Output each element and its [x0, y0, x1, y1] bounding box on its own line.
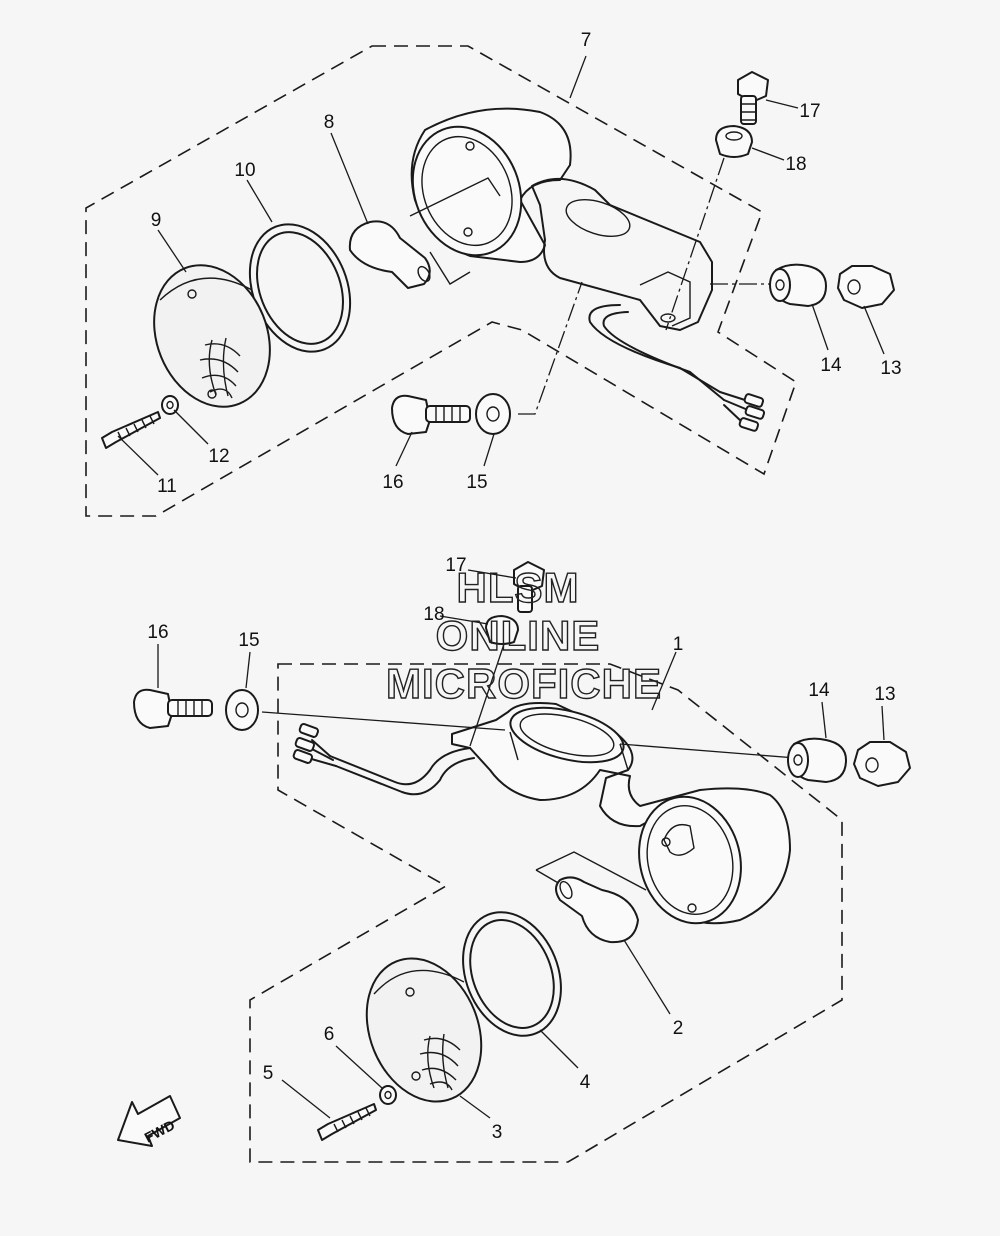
callout-1: 1 — [673, 634, 684, 655]
bulb-lower — [555, 876, 639, 944]
callout-12: 12 — [208, 446, 229, 467]
callout-8: 8 — [324, 112, 335, 133]
callout-5: 5 — [263, 1063, 274, 1084]
bolt-axis-upper — [518, 281, 583, 415]
callout-13: 13 — [880, 358, 901, 379]
mounting-bolt-lower — [133, 688, 213, 729]
callout-14: 14 — [820, 355, 842, 376]
watermark: HLSM ONLINE MICROFICHE — [385, 563, 662, 707]
forward-direction-arrow — [117, 1095, 181, 1147]
damper-axis-lower — [619, 743, 797, 759]
upper-assembly — [85, 45, 895, 517]
nut-upper — [837, 265, 895, 309]
watermark-line-3: MICROFICHE — [386, 660, 662, 707]
lens-lower — [365, 957, 483, 1103]
lens-upper — [153, 264, 271, 408]
upper-assembly-outline — [85, 45, 797, 517]
lower-assembly-outline — [249, 663, 843, 1163]
callout-18-lower: 18 — [423, 604, 444, 625]
lower-callouts: 1 2 3 4 5 6 13 14 15 16 17 18 — [147, 555, 895, 1143]
watermark-line-1: HLSM — [457, 564, 580, 611]
lens-gasket-lower — [462, 911, 562, 1037]
turn-signal-housing-upper — [409, 107, 766, 432]
lens-screw-upper — [101, 411, 161, 449]
top-bolt-upper — [737, 71, 769, 125]
lens-screw-lower — [317, 1103, 377, 1141]
collar-lower — [485, 615, 519, 645]
callout-3: 3 — [492, 1122, 503, 1143]
mounting-bolt-upper — [391, 394, 471, 435]
top-bolt-axis-lower — [469, 643, 505, 747]
callout-10: 10 — [234, 160, 255, 181]
callout-7: 7 — [581, 30, 592, 51]
bolt-axis-lower — [261, 711, 506, 731]
callout-2: 2 — [673, 1018, 684, 1039]
callout-14-lower: 14 — [808, 680, 830, 701]
callout-16-lower: 16 — [147, 622, 168, 643]
bulb-upper — [348, 220, 431, 289]
callout-17-lower: 17 — [445, 555, 466, 576]
damper-lower — [787, 737, 847, 783]
lens-screw-washer-lower — [379, 1085, 397, 1105]
watermark-line-2: ONLINE — [436, 612, 601, 659]
nut-lower — [853, 741, 911, 787]
top-bolt-axis-upper — [665, 157, 725, 331]
damper-upper — [769, 263, 827, 307]
lower-assembly — [117, 561, 911, 1163]
mounting-washer-lower — [225, 689, 259, 731]
callout-6: 6 — [324, 1024, 335, 1045]
turn-signal-housing-lower — [292, 702, 791, 925]
callout-13-lower: 13 — [874, 684, 895, 705]
callout-11: 11 — [157, 476, 177, 497]
callout-9: 9 — [151, 210, 162, 231]
callout-15: 15 — [466, 472, 487, 493]
mounting-washer-upper — [475, 393, 511, 435]
lens-screw-washer-upper — [161, 395, 179, 415]
top-bolt-lower — [513, 561, 545, 613]
callout-15-lower: 15 — [238, 630, 259, 651]
callout-4: 4 — [580, 1072, 591, 1093]
callout-18: 18 — [785, 154, 806, 175]
upper-callouts: 7 8 9 10 11 12 13 14 15 16 17 18 — [151, 30, 902, 497]
callout-17: 17 — [799, 101, 820, 122]
collar-upper — [715, 125, 753, 158]
callout-16: 16 — [382, 472, 403, 493]
